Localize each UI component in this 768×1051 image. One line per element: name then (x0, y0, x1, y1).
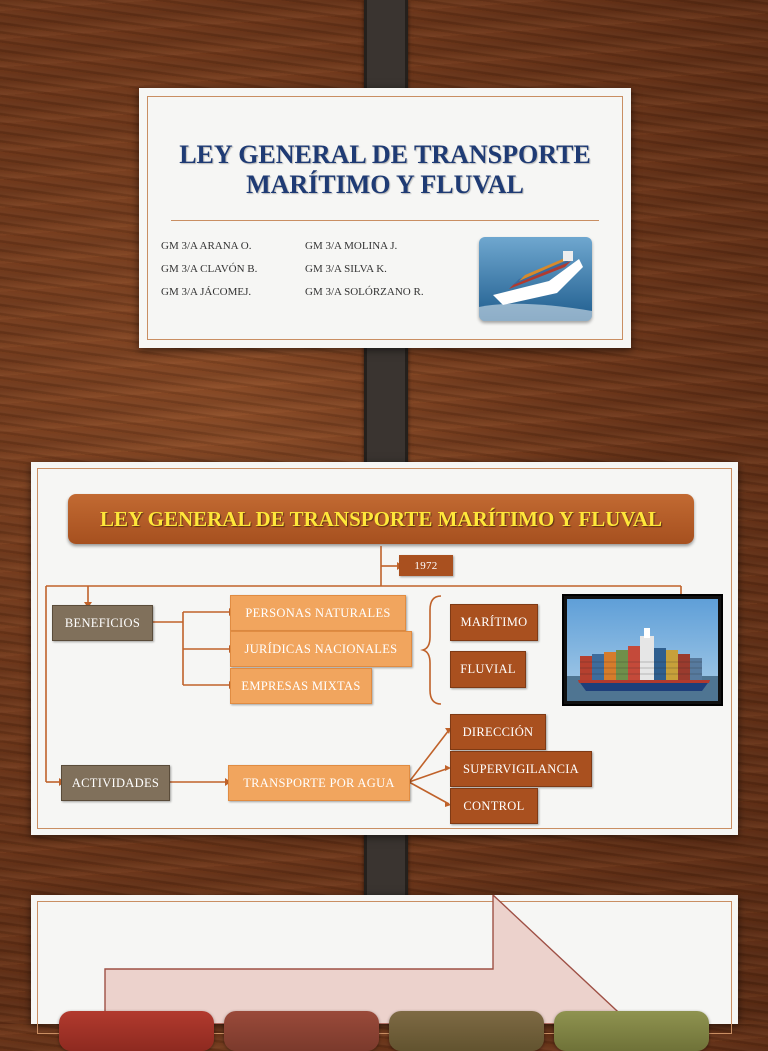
year-badge: 1972 (399, 555, 453, 576)
middle-strap (364, 330, 408, 480)
author-name: GM 3/A SILVA K. (305, 263, 387, 275)
author-name: GM 3/A ARANA O. (161, 240, 252, 252)
author-name: GM 3/A SOLÓRZANO R. (305, 286, 424, 298)
author-name: GM 3/A MOLINA J. (305, 240, 398, 252)
process-step-3 (389, 1011, 544, 1051)
diagram-banner: LEY GENERAL DE TRANSPORTE MARÍTIMO Y FLU… (68, 494, 694, 544)
author-name: GM 3/A CLAVÓN B. (161, 263, 258, 275)
function-control: CONTROL (450, 788, 538, 824)
slide-title-line-1: LEY GENERAL DE TRANSPORTE (179, 140, 591, 169)
beneficiary-personas-naturales: PERSONAS NATURALES (230, 595, 406, 631)
title-slide-border (147, 96, 623, 340)
scope-fluvial: FLUVIAL (450, 651, 526, 688)
authors-right: GM 3/A MOLINA J. GM 3/A SILVA K. GM 3/A … (305, 235, 424, 304)
scope-maritimo: MARÍTIMO (450, 604, 538, 641)
process-arrow (104, 895, 633, 1024)
container-ship-image (479, 237, 592, 321)
beneficiary-empresas-mixtas: EMPRESAS MIXTAS (230, 668, 372, 704)
actividades-box: ACTIVIDADES (61, 765, 170, 801)
title-divider (171, 220, 599, 221)
container-ship-photo (562, 594, 723, 706)
title-slide: LEY GENERAL DE TRANSPORTE MARÍTIMO Y FLU… (139, 88, 631, 348)
top-strap (364, 0, 408, 104)
beneficios-box: BENEFICIOS (52, 605, 153, 641)
process-step-1 (59, 1011, 214, 1051)
process-step-2 (224, 1011, 379, 1051)
process-step-4 (554, 1011, 709, 1051)
transporte-por-agua-box: TRANSPORTE POR AGUA (228, 765, 410, 801)
function-supervigilancia: SUPERVIGILANCIA (450, 751, 592, 787)
author-name: GM 3/A JÁCOMEJ. (161, 286, 252, 298)
authors-left: GM 3/A ARANA O. GM 3/A CLAVÓN B. GM 3/A … (161, 235, 257, 304)
process-slide (31, 895, 738, 1051)
function-direccion: DIRECCIÓN (450, 714, 546, 750)
beneficiary-juridicas-nacionales: JURÍDICAS NACIONALES (230, 631, 412, 667)
slide-title: LEY GENERAL DE TRANSPORTE MARÍTIMO Y FLU… (139, 140, 631, 200)
diagram-slide-border (37, 468, 732, 829)
slide-title-line-2: MARÍTIMO Y FLUVAL (246, 170, 524, 199)
diagram-slide: LEY GENERAL DE TRANSPORTE MARÍTIMO Y FLU… (31, 462, 738, 835)
